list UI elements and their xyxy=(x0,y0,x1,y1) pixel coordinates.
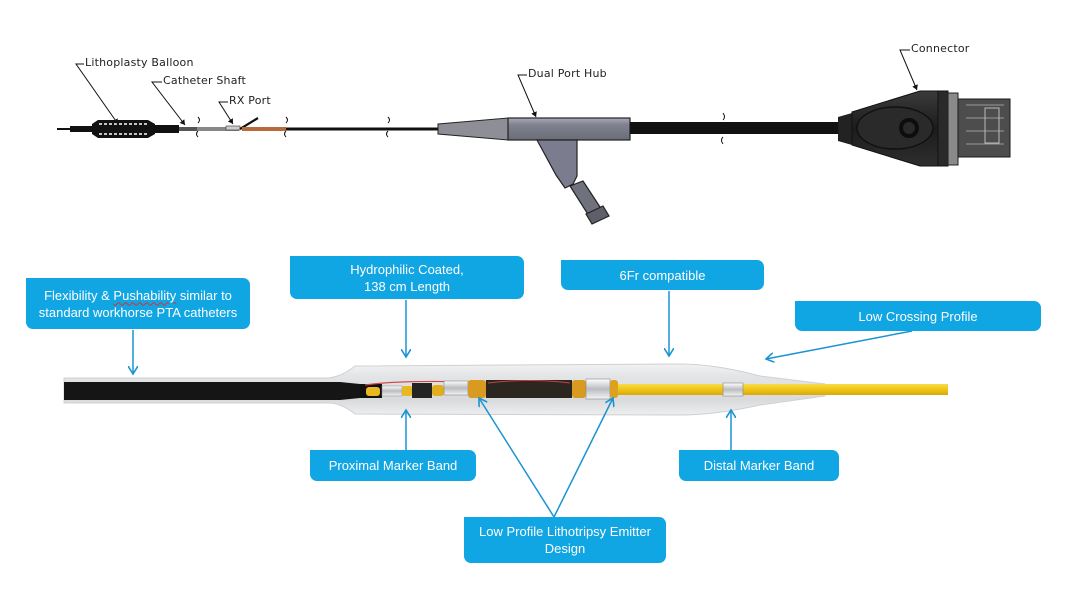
leader-shaft xyxy=(150,81,186,126)
distal-tip xyxy=(70,126,92,132)
arrow-emitter-1 xyxy=(479,398,555,518)
catheter-closeup xyxy=(63,363,948,416)
callout-hydrophilic: Hydrophilic Coated, 138 cm Length xyxy=(290,256,524,299)
connector xyxy=(838,90,1011,167)
strain-relief xyxy=(437,117,509,141)
label-lithoplasty-balloon: Lithoplasty Balloon xyxy=(85,56,194,69)
callout-flexibility-line1: Flexibility & Pushability similar to xyxy=(44,287,232,304)
arrow-crossing xyxy=(766,330,913,359)
callout-distal-text: Distal Marker Band xyxy=(703,458,815,473)
callout-arrows xyxy=(133,291,913,518)
yellow-inner-tube xyxy=(618,384,948,395)
label-rx-port: RX Port xyxy=(229,94,271,107)
proximal-marker-band xyxy=(381,385,403,397)
callout-emitter-design: Low Profile Lithotripsy Emitter Design xyxy=(464,517,666,563)
callout-proximal-marker-band: Proximal Marker Band xyxy=(310,450,476,481)
label-dual-port-hub: Dual Port Hub xyxy=(528,67,607,80)
callout-flexibility-line2: standard workhorse PTA catheters xyxy=(38,304,238,320)
callout-low-crossing-profile: Low Crossing Profile xyxy=(795,301,1041,331)
arrow-emitter-2 xyxy=(553,398,613,518)
leader-rx-port xyxy=(218,101,234,125)
emitter-1 xyxy=(443,380,469,396)
callout-6fr-text: 6Fr compatible xyxy=(619,267,706,283)
callout-emitter-line2: Design xyxy=(544,541,586,556)
leader-hub xyxy=(517,74,537,118)
callout-flexibility: Flexibility & Pushability similar to sta… xyxy=(26,278,250,329)
callout-flexibility-text-c: similar to xyxy=(176,287,232,303)
dual-port-hub xyxy=(507,117,631,225)
catheter-shaft xyxy=(179,127,197,131)
distal-marker-band xyxy=(722,382,744,397)
callout-crossing-text: Low Crossing Profile xyxy=(858,308,978,324)
callout-hydrophilic-line2: 138 cm Length xyxy=(363,278,450,294)
leader-connector xyxy=(899,49,918,91)
label-catheter-shaft: Catheter Shaft xyxy=(163,74,247,87)
cable xyxy=(630,122,845,134)
callout-flexibility-text-b: Pushability xyxy=(113,287,177,303)
callout-hydrophilic-line1: Hydrophilic Coated, xyxy=(350,261,464,277)
catheter-tip xyxy=(825,384,947,395)
callout-6fr-compatible: 6Fr compatible xyxy=(561,260,764,290)
lithoplasty-balloon xyxy=(92,120,155,138)
leader-balloon xyxy=(75,63,119,125)
callout-proximal-text: Proximal Marker Band xyxy=(328,458,458,473)
callout-flexibility-text-a: Flexibility & xyxy=(44,287,114,303)
callout-distal-marker-band: Distal Marker Band xyxy=(679,450,839,481)
catheter-drawing xyxy=(57,49,1011,225)
shaft-black xyxy=(64,382,360,400)
callout-emitter-line1: Low Profile Lithotripsy Emitter xyxy=(479,524,651,539)
emitter-2 xyxy=(585,378,611,400)
label-connector: Connector xyxy=(911,42,970,55)
